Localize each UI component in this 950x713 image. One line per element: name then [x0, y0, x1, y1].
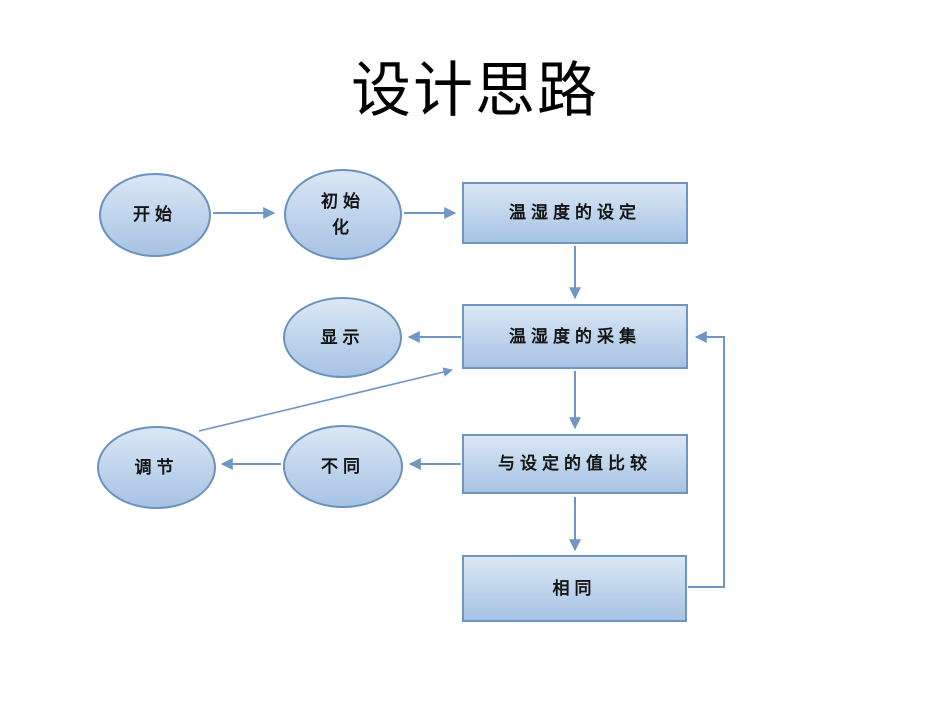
node-adjust: 调节	[97, 426, 216, 509]
node-init-label-line2: 化	[332, 217, 354, 237]
slide-title: 设计思路	[351, 58, 599, 124]
node-diff-label: 不同	[321, 456, 365, 476]
arrow-same-to-collect-feedback	[688, 331, 725, 588]
node-same-label: 相同	[552, 578, 597, 598]
node-init: 初始 化	[284, 169, 402, 260]
node-collect: 温湿度的采集	[462, 304, 688, 369]
node-set: 温湿度的设定	[462, 182, 688, 244]
node-compare-label: 与设定的值比较	[498, 454, 652, 474]
node-start: 开始	[99, 173, 211, 257]
node-display-label: 显示	[320, 327, 365, 347]
arrow-adjust-to-collect	[198, 367, 453, 432]
node-adjust-label: 调节	[134, 457, 179, 477]
node-same: 相同	[462, 555, 687, 622]
node-set-label: 温湿度的设定	[509, 203, 641, 223]
node-init-label-line1: 初始	[321, 192, 365, 211]
node-start-label: 开始	[133, 205, 177, 225]
node-collect-label: 温湿度的采集	[509, 326, 641, 346]
node-compare: 与设定的值比较	[462, 434, 688, 494]
node-display: 显示	[283, 297, 402, 378]
node-diff: 不同	[283, 425, 403, 508]
